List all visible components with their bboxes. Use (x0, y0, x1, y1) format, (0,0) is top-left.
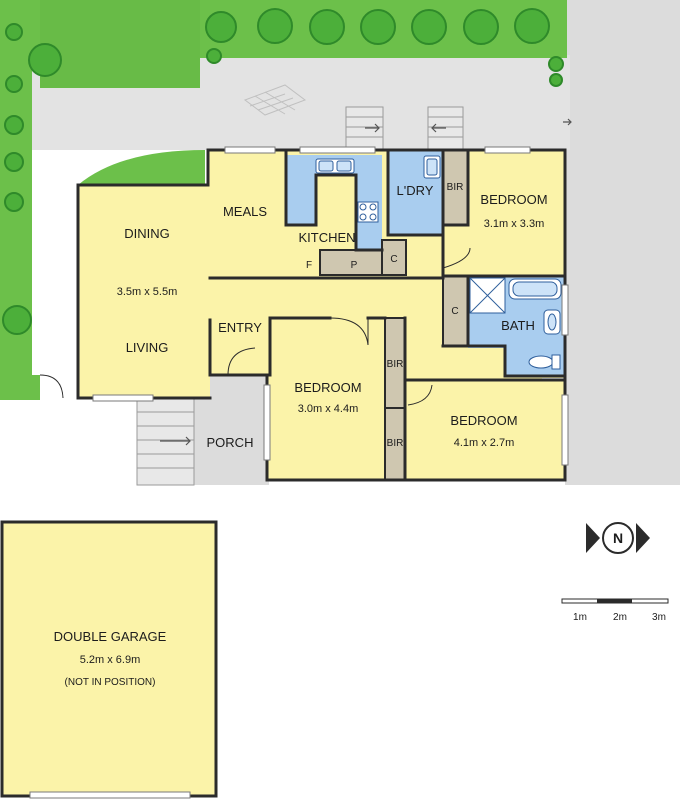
garage-note: (NOT IN POSITION) (65, 677, 156, 688)
room-label-bedroom3: BEDROOM (450, 413, 517, 428)
bedroom3-floor (408, 380, 565, 480)
scale-bar (561, 598, 669, 604)
scale-label-3m: 3m (652, 612, 666, 623)
brick-paving-icon (243, 84, 307, 116)
tree-icon (309, 9, 345, 45)
tree-icon (2, 305, 32, 335)
arrow-right-icon (365, 123, 380, 133)
compass-letter: N (613, 530, 623, 546)
lawn-strip (0, 375, 40, 400)
room-label-kitchen: KITCHEN (298, 230, 355, 245)
tree-icon (5, 23, 23, 41)
pantry (319, 249, 383, 276)
driveway-paving (565, 0, 680, 485)
cooktop-icon (357, 201, 379, 223)
room-label-living: LIVING (126, 340, 169, 355)
room-label-bath: BATH (501, 318, 535, 333)
garage-label: DOUBLE GARAGE (54, 629, 167, 644)
tree-icon (205, 11, 237, 43)
garage-size: 5.2m x 6.9m (80, 654, 141, 666)
sink-icon (315, 158, 355, 174)
windows (92, 146, 569, 466)
fridge-space (297, 250, 319, 275)
tree-icon (463, 9, 499, 45)
label-linen-cupboard: C (451, 306, 458, 317)
shower-icon (469, 277, 506, 314)
tree-icon (411, 9, 447, 45)
label-bir-bedroom2-bottom: BIR (387, 438, 404, 449)
label-bir-bedroom1: BIR (447, 182, 464, 193)
tree-icon (549, 73, 563, 87)
room-label-entry: ENTRY (218, 320, 262, 335)
basin-icon (543, 309, 561, 335)
room-label-laundry: L'DRY (397, 183, 434, 198)
arrow-right-icon (160, 436, 191, 446)
room-label-bedroom1: BEDROOM (480, 192, 547, 207)
garage-door (29, 791, 191, 799)
tree-icon (206, 48, 222, 64)
courtyard-lawn (78, 150, 205, 185)
label-pantry: P (351, 260, 358, 271)
arrow-left-icon (431, 123, 446, 133)
north-arrow-icon (586, 522, 650, 554)
room-size-bedroom2: 3.0m x 4.4m (298, 403, 359, 415)
tree-icon (28, 43, 62, 77)
tree-icon (548, 56, 564, 72)
tree-icon (4, 192, 24, 212)
label-fridge: F (306, 260, 312, 271)
back-lawn (40, 0, 200, 88)
room-label-porch: PORCH (207, 435, 254, 450)
room-size-living: 3.5m x 5.5m (117, 286, 178, 298)
toilet-icon (528, 354, 561, 370)
walls (76, 148, 567, 482)
room-label-dining: DINING (124, 226, 170, 241)
tree-icon (360, 9, 396, 45)
kitchen-bench-left (286, 155, 316, 225)
bathtub-icon (508, 278, 562, 300)
tree-icon (4, 152, 24, 172)
garage-floor (0, 520, 218, 798)
shrubs (2, 8, 564, 335)
scale-label-2m: 2m (613, 612, 627, 623)
kitchen-cupboard (381, 239, 407, 276)
room-size-bedroom3: 4.1m x 2.7m (454, 437, 515, 449)
label-kitchen-cupboard: C (390, 254, 397, 265)
scale-label-1m: 1m (573, 612, 587, 623)
arrow-right-icon (563, 118, 572, 126)
tree-icon (5, 75, 23, 93)
tree-icon (4, 115, 24, 135)
doors (39, 247, 471, 406)
label-bir-bedroom2-top: BIR (387, 359, 404, 370)
room-size-bedroom1: 3.1m x 3.3m (484, 218, 545, 230)
laundry-tub-icon (423, 155, 441, 179)
tree-icon (514, 8, 550, 44)
tree-icon (257, 8, 293, 44)
room-label-bedroom2: BEDROOM (294, 380, 361, 395)
room-label-meals: MEALS (223, 204, 267, 219)
